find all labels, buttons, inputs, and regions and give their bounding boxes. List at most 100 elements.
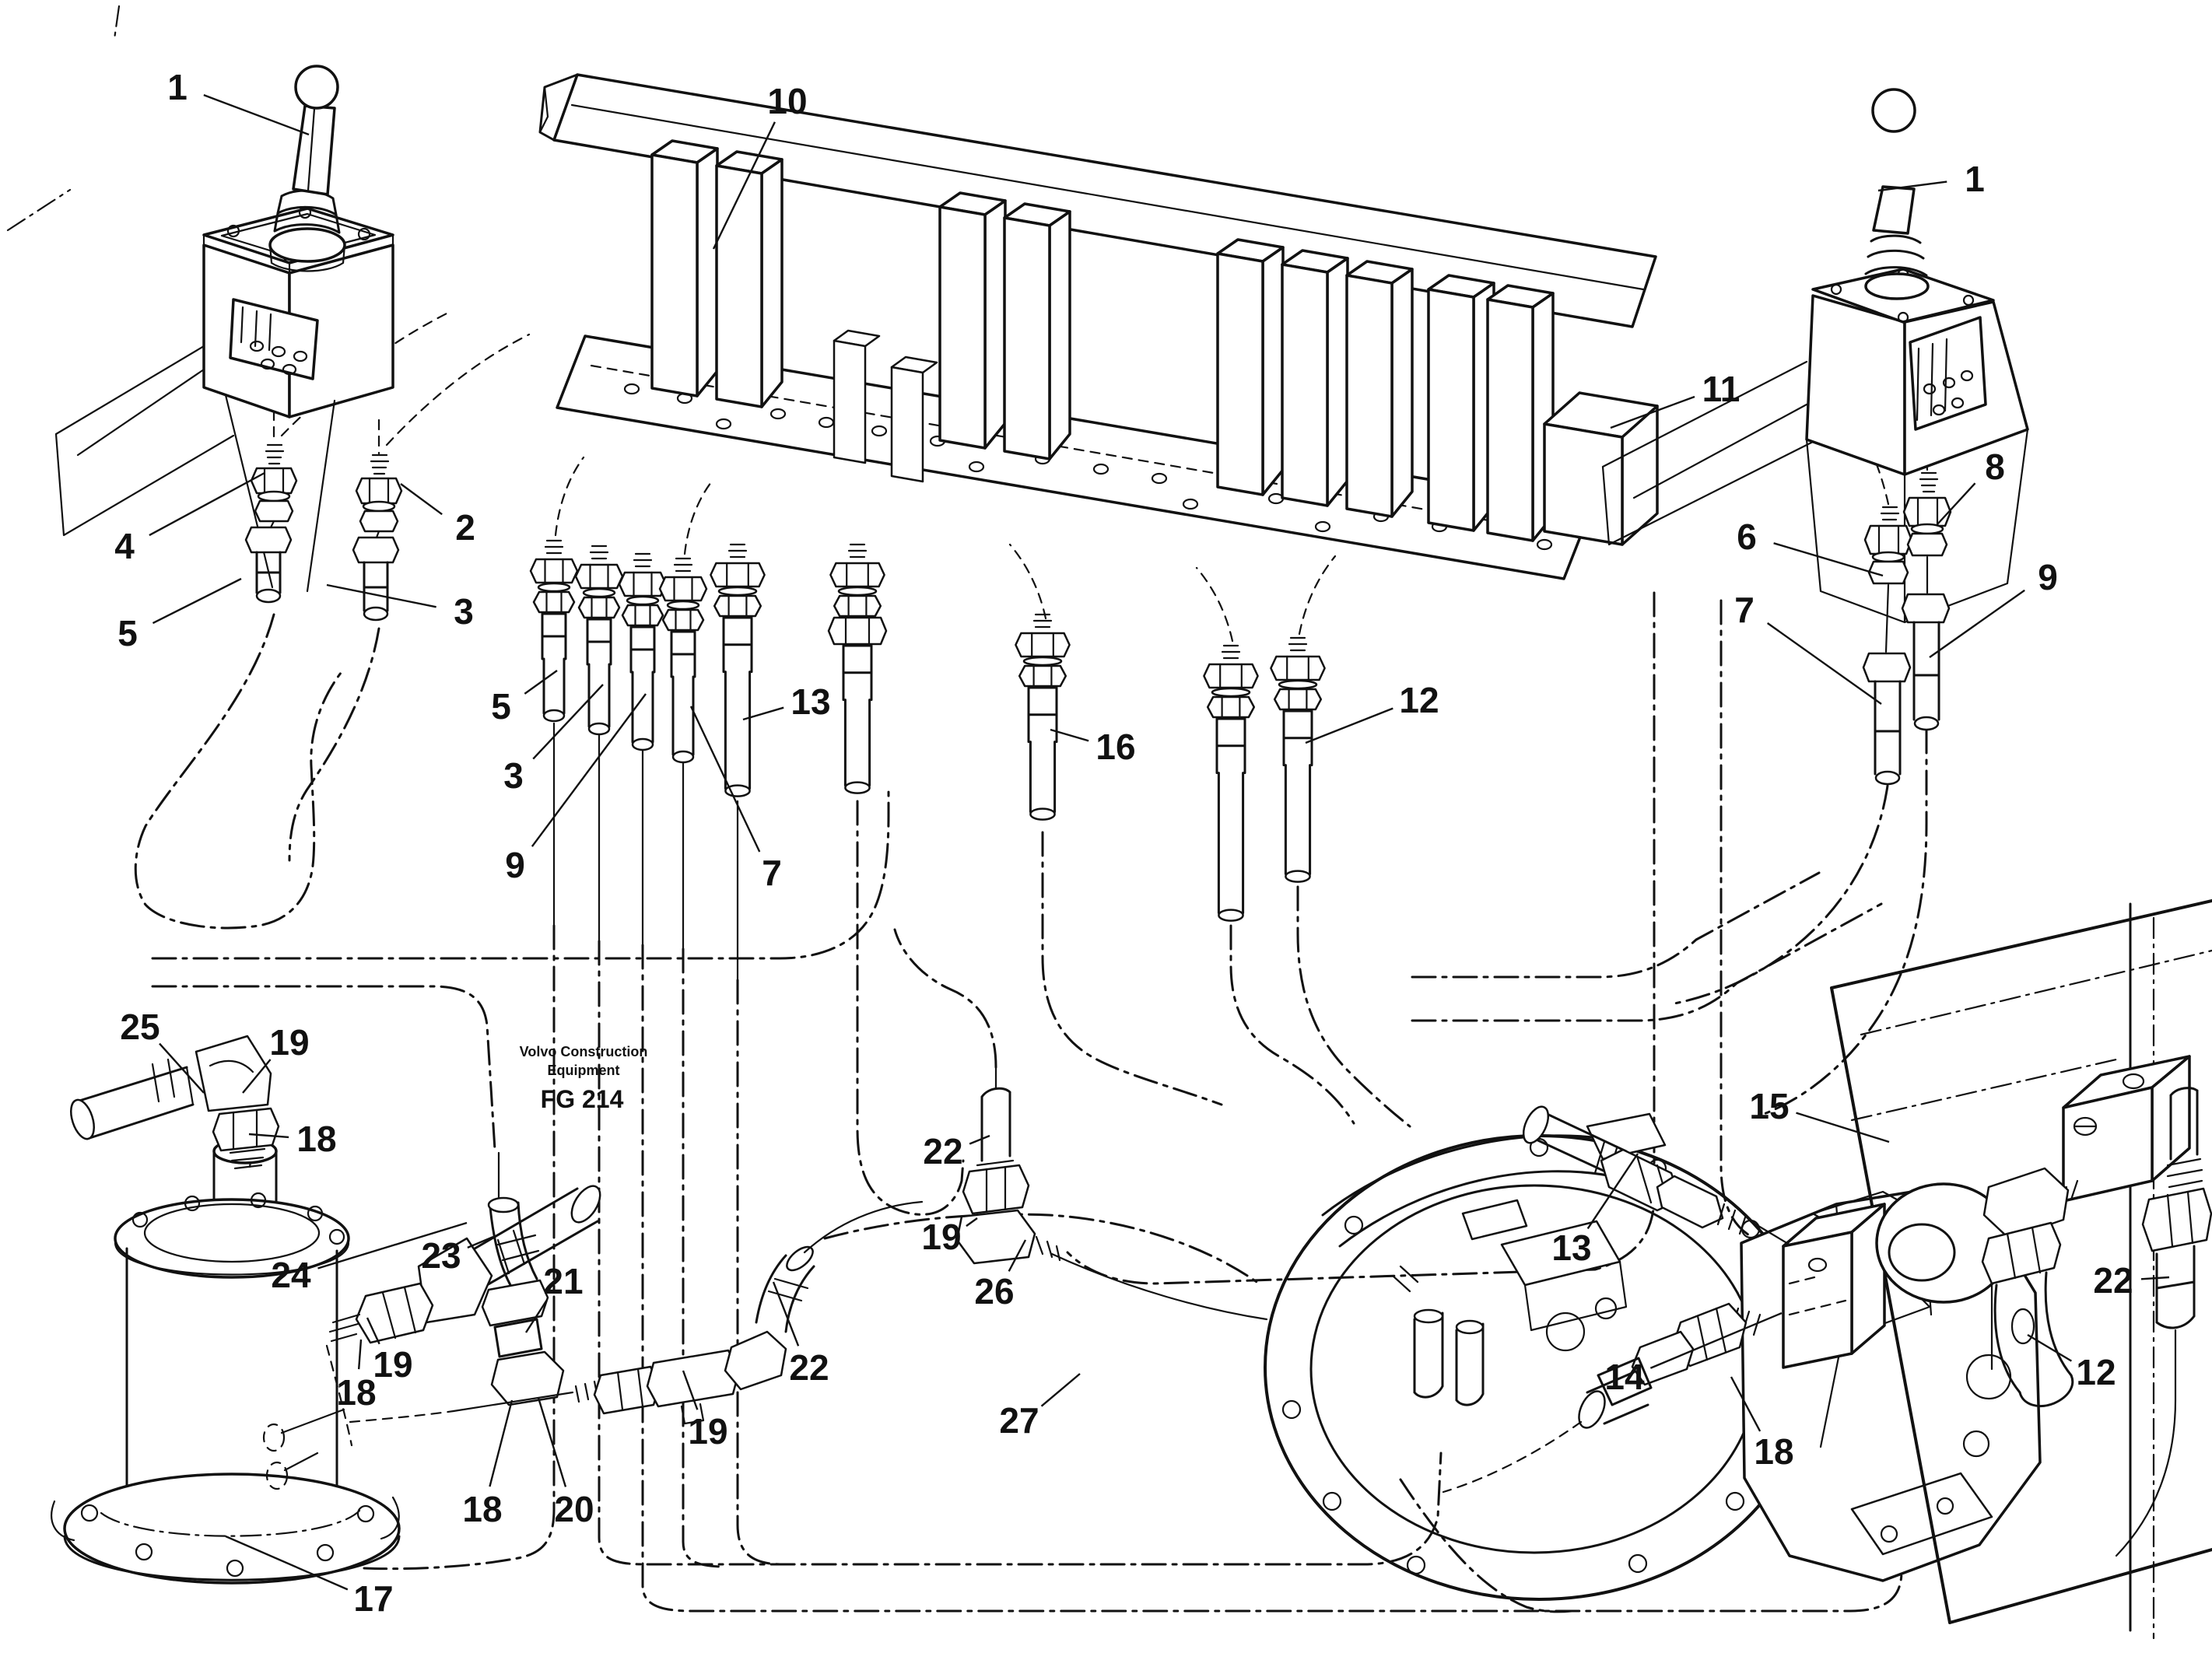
- tee-assembly: [349, 1196, 924, 1425]
- callout-leader-27-36: [1040, 1373, 1081, 1407]
- callout-label-6-6: 6: [1737, 517, 1757, 557]
- valve-section-7: [1345, 260, 1414, 518]
- valve-section-1: [650, 139, 719, 397]
- callout-leader-14-34: [1649, 1312, 1783, 1369]
- callout-leader-18-35: [357, 1339, 363, 1370]
- fitting-14-chain: [1442, 1302, 1762, 1494]
- valve-port: [968, 461, 985, 473]
- callout-label-22-23: 22: [923, 1131, 962, 1171]
- valve-section-2: [715, 150, 783, 408]
- callout-label-7-9: 7: [1734, 590, 1755, 630]
- callout-leader-7-9: [1766, 622, 1882, 705]
- callout-label-8-4: 8: [1985, 447, 2005, 487]
- valve-port: [1151, 472, 1168, 485]
- callout-label-12-33: 12: [2076, 1352, 2116, 1392]
- valve-port: [715, 418, 732, 430]
- callout-leader-8-4: [1937, 482, 1976, 525]
- hose-routing-lines: [6, 5, 1929, 1613]
- callout-label-14-34: 14: [1604, 1357, 1645, 1397]
- pilot-fitting-2: [574, 545, 624, 736]
- callout-label-20-40: 20: [554, 1489, 594, 1529]
- callout-label-15-21: 15: [1749, 1086, 1789, 1126]
- callout-leader-9-8: [1929, 589, 2025, 658]
- callout-leader-3-10: [326, 583, 436, 608]
- callout-label-18-35: 18: [336, 1372, 376, 1413]
- callout-leader-5-11: [152, 577, 242, 625]
- callout-label-1-0: 1: [167, 67, 188, 107]
- callout-leader-12-33: [2027, 1333, 2073, 1362]
- valve-section-8: [1427, 274, 1495, 532]
- valve-section-3: [938, 191, 1007, 450]
- callout-leader-20-40: [537, 1397, 567, 1487]
- pilot-fitting-6: [827, 543, 888, 794]
- valve-port: [1182, 498, 1199, 510]
- valve-port: [623, 383, 640, 395]
- callout-leader-21-28: [524, 1299, 548, 1333]
- callout-leader-11-3: [1610, 395, 1695, 429]
- callout-leader-lines: [149, 94, 2170, 1591]
- valve-port: [1314, 520, 1331, 533]
- left-joystick: [54, 65, 394, 593]
- valve-port: [769, 408, 787, 420]
- callout-leader-24-27: [317, 1221, 468, 1270]
- right-joystick-stem: [1872, 185, 1916, 235]
- stamp-code: FG 214: [541, 1085, 624, 1113]
- callout-label-19-24: 19: [921, 1217, 961, 1257]
- callout-label-10-1: 10: [767, 81, 807, 121]
- callout-leader-2-5: [400, 483, 443, 516]
- callout-leader-19-24: [966, 1217, 978, 1227]
- callout-leader-6-6: [1773, 542, 1884, 577]
- callout-leader-23-26: [467, 1235, 494, 1249]
- center-fittings: [529, 539, 1326, 922]
- callout-label-19-37: 19: [688, 1411, 727, 1452]
- pilot-fitting-3: [618, 552, 668, 751]
- callout-leader-19-37: [682, 1370, 699, 1410]
- callout-leader-16-14: [1050, 728, 1089, 742]
- callout-label-22-30: 22: [2093, 1260, 2133, 1301]
- callout-leader-25-19: [159, 1042, 205, 1094]
- callout-label-19-31: 19: [373, 1344, 412, 1385]
- pilot-fitting-5: [710, 543, 766, 797]
- callout-label-7-18: 7: [762, 853, 782, 893]
- callout-leader-22-32: [772, 1281, 800, 1347]
- callout-leader-12-15: [1305, 707, 1393, 744]
- valve-section-6: [1281, 249, 1349, 507]
- pilot-fitting-1: [529, 539, 579, 723]
- valve-section-4: [1003, 202, 1071, 461]
- callout-label-9-17: 9: [505, 845, 525, 885]
- pilot-fitting-9: [1270, 636, 1326, 883]
- left-joystick-knob: [294, 65, 339, 110]
- valve-block-assembly: [538, 73, 1659, 580]
- stamp-line2: Equipment: [548, 1063, 620, 1078]
- callout-label-22-32: 22: [789, 1347, 829, 1388]
- callout-leader-1-0: [203, 94, 310, 136]
- callout-leader-22-23: [969, 1134, 990, 1145]
- valve-spacer-block: [833, 329, 881, 464]
- stamp-line1: Volvo Construction: [520, 1044, 648, 1059]
- callout-leader-13-13: [742, 706, 784, 721]
- hose-24-elbow: [325, 1185, 601, 1447]
- right-fittings: [1862, 471, 1952, 786]
- callout-leader-18-22: [248, 1133, 289, 1139]
- callout-leader-1-2: [1877, 180, 1947, 192]
- callout-label-24-27: 24: [271, 1255, 311, 1295]
- callout-label-16-14: 16: [1095, 727, 1135, 767]
- callout-label-12-15: 12: [1399, 680, 1439, 720]
- valve-port: [871, 425, 888, 437]
- callout-leader-22-30: [2140, 1276, 2170, 1280]
- callout-label-9-8: 9: [2038, 557, 2058, 597]
- end-block-11: [1543, 391, 1659, 546]
- callout-leader-17-41: [225, 1535, 349, 1591]
- callout-leader-19-20: [242, 1059, 272, 1094]
- callout-label-4-7: 4: [114, 526, 135, 566]
- valve-port: [1092, 463, 1110, 475]
- valve-block-sections: [650, 139, 1555, 542]
- callout-leader-7-18: [689, 706, 761, 853]
- callout-leader-13-25: [1586, 1153, 1639, 1230]
- hose-25-elbow: [70, 1035, 280, 1170]
- right-joystick-knob: [1871, 88, 1916, 133]
- callout-leader-10-1: [712, 121, 776, 250]
- callout-label-23-26: 23: [421, 1235, 461, 1276]
- callout-label-13-25: 13: [1551, 1227, 1591, 1268]
